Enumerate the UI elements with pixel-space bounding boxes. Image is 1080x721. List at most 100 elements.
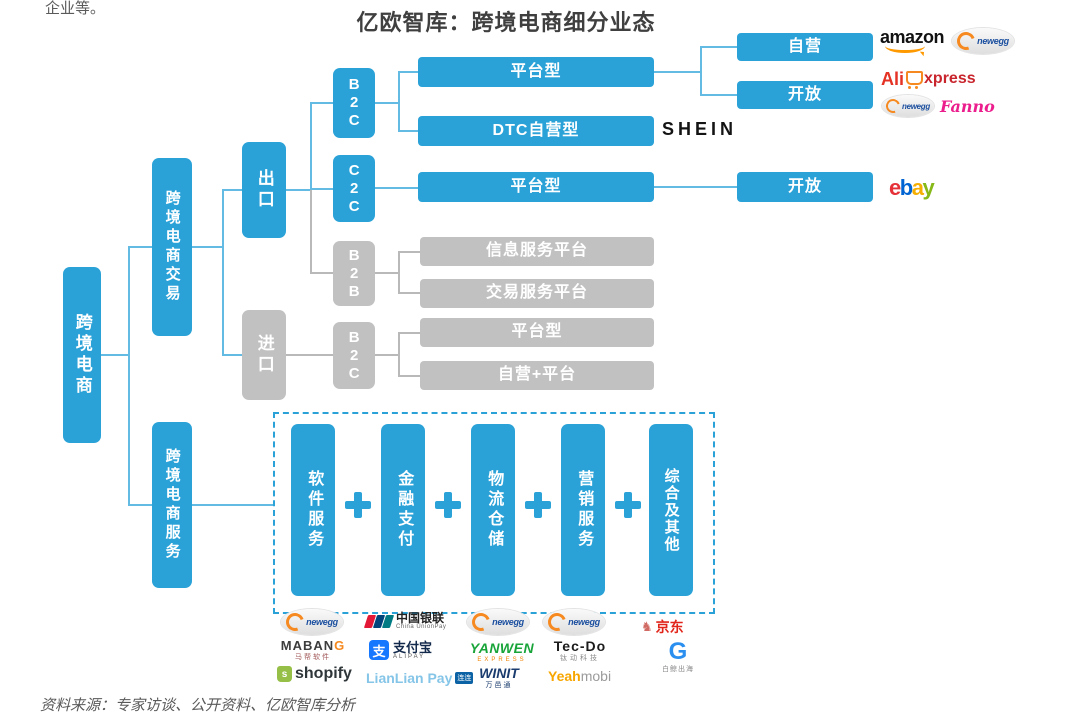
service-logistics: 物流仓储	[471, 424, 515, 596]
service-marketing: 营销服务	[561, 424, 605, 596]
mabang-main: MABAN	[280, 638, 335, 653]
newegg-logo: newegg	[467, 609, 529, 635]
node-import-self-platform: 自营+平台	[420, 361, 654, 390]
plus-icon	[345, 492, 371, 518]
connector-line	[128, 504, 154, 506]
fanno-logo: Fanno	[940, 97, 995, 116]
newegg-label: newegg	[306, 617, 338, 627]
connector-line	[700, 94, 737, 96]
connector-line	[101, 354, 128, 356]
connector-line	[398, 375, 420, 377]
node-trade-branch: 跨境电商交易	[152, 158, 192, 336]
node-b2b-info-platform: 信息服务平台	[420, 237, 654, 266]
baijing-sub-label: 白鲸出海	[662, 666, 694, 673]
newegg-swirl-icon	[883, 96, 903, 116]
ebay-letter: y	[922, 175, 934, 200]
newegg-swirl-icon	[283, 610, 308, 634]
jd-logo: 京东	[641, 617, 684, 637]
tecdo-label: Tec-Do	[553, 638, 607, 654]
node-b2b-trade-platform: 交易服务平台	[420, 279, 654, 308]
node-self-operated: 自营	[737, 33, 873, 61]
connector-line	[286, 189, 310, 191]
connector-line	[375, 354, 398, 356]
plus-icon	[615, 492, 641, 518]
tecdo-logo: Tec-Do 钛动科技	[551, 638, 609, 663]
node-open-b2c: 开放	[737, 81, 873, 109]
connector-line	[398, 292, 420, 294]
ebay-letter: b	[899, 175, 913, 200]
aliexpress-xpress-label: xpress	[924, 70, 976, 88]
plus-icon	[435, 492, 461, 518]
node-b2c-platform: 平台型	[418, 57, 654, 87]
jd-dog-icon	[641, 620, 653, 635]
newegg-logo: newegg	[882, 95, 934, 117]
newegg-label: newegg	[568, 617, 600, 627]
connector-line	[310, 102, 333, 104]
source-note: 资料来源：专家访谈、公开资料、亿欧智库分析	[40, 697, 356, 714]
node-import-platform: 平台型	[420, 318, 654, 347]
page-title: 亿欧智库：跨境电商细分业态	[356, 10, 656, 35]
node-export-c2c: C2C	[333, 155, 375, 222]
intro-text: 企业等。	[45, 0, 106, 17]
alipay-logo: 支 支付宝 ALIPAY	[369, 640, 432, 660]
connector-line	[654, 71, 700, 73]
amazon-logo: amazon	[880, 28, 945, 53]
connector-line	[375, 187, 418, 189]
connector-line	[310, 188, 333, 190]
connector-line	[398, 332, 420, 334]
unionpay-text: 中国银联 China UnionPay	[396, 612, 446, 630]
ebay-letter: e	[889, 175, 901, 200]
connector-line	[310, 102, 312, 191]
connector-line	[222, 354, 242, 356]
winit-label: WINIT	[479, 665, 519, 681]
shopify-logo: shopify	[277, 665, 352, 683]
node-import: 进口	[242, 310, 286, 400]
connector-line	[398, 251, 400, 294]
connector-line	[654, 186, 737, 188]
shopping-cart-icon	[906, 71, 924, 89]
service-software: 软件服务	[291, 424, 335, 596]
service-finance: 金融支付	[381, 424, 425, 596]
newegg-swirl-icon	[469, 610, 494, 634]
connector-line	[192, 504, 273, 506]
tecdo-sub-label: 钛动科技	[560, 655, 600, 663]
service-other: 综合及其他	[649, 424, 693, 596]
mabang-g: G	[334, 638, 346, 653]
connector-line	[192, 246, 222, 248]
node-open-c2c: 开放	[737, 172, 873, 202]
node-root: 跨境电商	[63, 267, 101, 443]
connector-line	[222, 189, 224, 356]
node-export-b2c: B2C	[333, 68, 375, 138]
yanwen-logo: YANWEN EXPRESS	[470, 640, 534, 664]
connector-line	[375, 272, 398, 274]
connector-line	[222, 189, 242, 191]
connector-line	[286, 354, 333, 356]
newegg-logo: newegg	[543, 609, 605, 635]
lianlianpay-sub-label: 连连	[455, 672, 474, 684]
lianlianpay-logo: LianLian Pay 连连	[366, 670, 474, 686]
node-export-b2b: B2B	[333, 241, 375, 306]
newegg-label: newegg	[492, 617, 524, 627]
connector-line	[310, 272, 333, 274]
ebay-logo: ebay	[889, 175, 935, 200]
unionpay-sub-label: China UnionPay	[396, 624, 447, 630]
baijing-g-icon: G	[668, 638, 688, 665]
plus-icon	[525, 492, 551, 518]
aliexpress-ali-label: Ali	[881, 69, 905, 89]
alipay-label: 支付宝	[393, 639, 433, 655]
shopify-label: shopify	[295, 665, 352, 682]
yeahmobi-logo: Yeah mobi	[548, 668, 611, 684]
yeahmobi-mobi-label: mobi	[580, 668, 612, 684]
winit-sub-label: 万邑通	[485, 682, 513, 690]
yanwen-sub-label: EXPRESS	[477, 657, 527, 664]
connector-line	[398, 251, 420, 253]
connector-line	[398, 71, 418, 73]
jd-label: 京东	[655, 619, 684, 635]
yeahmobi-yeah-label: Yeah	[548, 668, 581, 684]
winit-logo: WINIT 万邑通	[466, 665, 532, 690]
ebay-letter: a	[911, 175, 924, 200]
newegg-label: newegg	[977, 36, 1009, 46]
connector-line	[700, 46, 702, 96]
node-b2c-dtc: DTC自营型	[418, 116, 654, 146]
